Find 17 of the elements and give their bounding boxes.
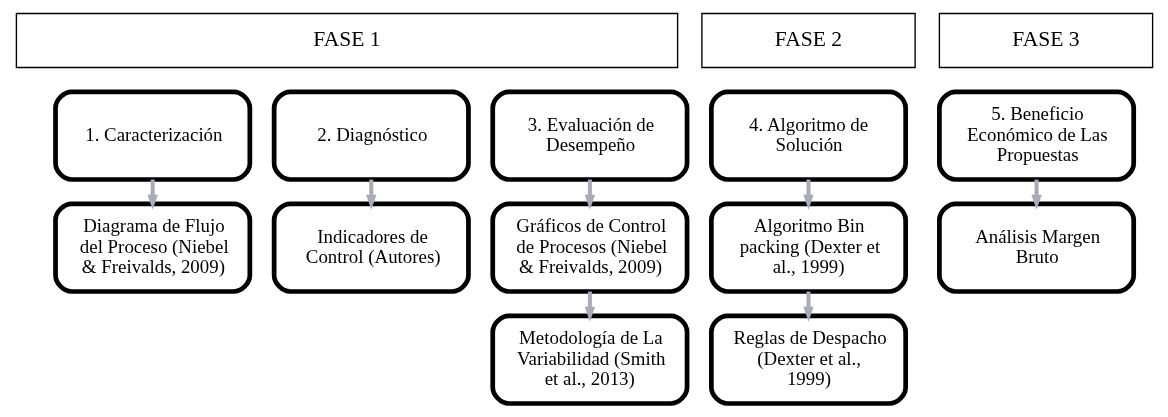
node-box: Análisis Margen Bruto bbox=[936, 201, 1136, 294]
node-box: 5. Beneficio Económico de Las Propuestas bbox=[936, 89, 1136, 182]
node-box: 2. Diagnóstico bbox=[271, 89, 471, 182]
node-box: Reglas de Despacho (Dexter et al., 1999) bbox=[708, 313, 908, 406]
node-box: Gráficos de Control de Procesos (Niebel & Freivalds, 2009) bbox=[489, 201, 689, 294]
node-box: 3. Evaluación de Desempeño bbox=[489, 89, 689, 182]
arrow bbox=[802, 179, 814, 210]
node-box: FASE 2 bbox=[700, 12, 916, 69]
node-box: Indicadores de Control (Autores) bbox=[271, 201, 471, 294]
node-box: Algoritmo Bin packing (Dexter et al., 1999) bbox=[708, 201, 908, 294]
node-box: Diagrama de Flujo del Proceso (Niebel & Freivalds, 2009) bbox=[52, 201, 252, 294]
node-box: FASE 3 bbox=[938, 12, 1153, 69]
node-box: FASE 1 bbox=[15, 12, 678, 69]
node-box: 4. Algoritmo de Solución bbox=[708, 89, 908, 182]
arrow bbox=[802, 291, 814, 322]
node-box: 1. Caracterización bbox=[52, 89, 252, 182]
node-box: Metodología de La Variabilidad (Smith et al., 2013) bbox=[489, 313, 689, 406]
